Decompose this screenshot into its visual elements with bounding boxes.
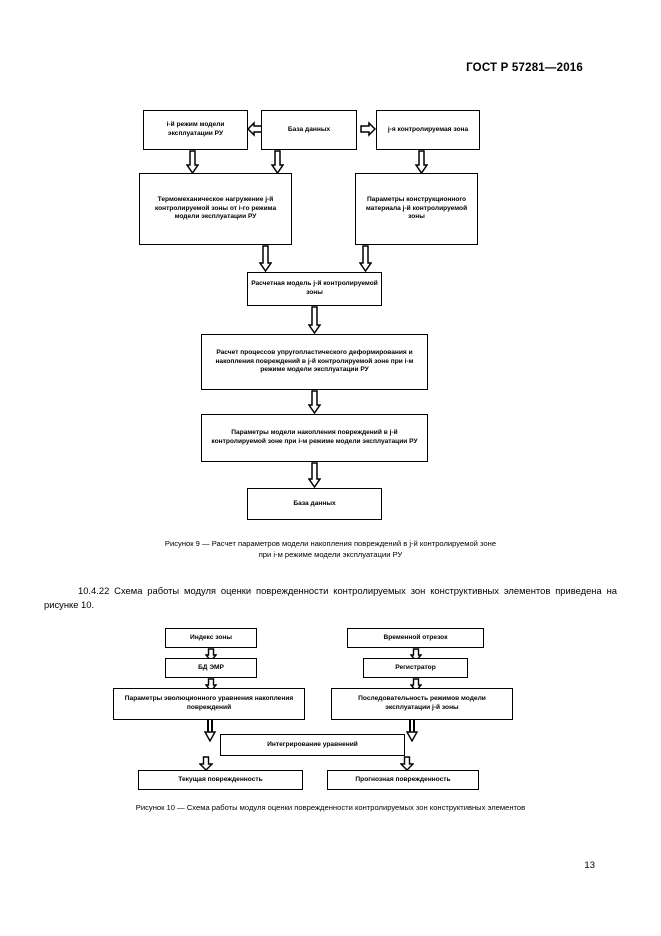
fig10-box-time-slice: Временной отрезок: [347, 628, 484, 648]
fig9-box-operation-mode: i-й режим модели эксплуатации РУ: [143, 110, 248, 150]
fig10-box-integration: Интегрирование уравнений: [220, 734, 405, 756]
fig10-box-time-slice-label: Временной отрезок: [383, 633, 448, 641]
fig10-box-db-emr: БД ЭМР: [165, 658, 257, 678]
fig10-box-forecast-damage: Прогнозная поврежденность: [327, 770, 479, 790]
fig9-arrow-zone-down: [415, 150, 428, 174]
fig10-connector-left-vertical: [207, 720, 209, 734]
fig10-box-current-damage: Текущая поврежденность: [138, 770, 303, 790]
fig9-arrow-mode-down: [186, 150, 199, 174]
fig9-box-damage-model-parameters-label: Параметры модели накопления повреждений …: [211, 429, 418, 445]
fig9-arrow-database-down-left: [271, 150, 284, 174]
fig10-box-registrator: Регистратор: [363, 658, 468, 678]
fig9-box-database-top: База данных: [261, 110, 357, 150]
figure-9-caption-line2: при i-м режиме модели эксплуатации РУ: [258, 550, 403, 559]
fig10-arrow-left-into-integration: [204, 730, 216, 742]
fig9-arrow-right-to-zone: [360, 121, 376, 137]
fig10-box-integration-label: Интегрирование уравнений: [267, 740, 358, 748]
fig10-box-current-damage-label: Текущая поврежденность: [178, 775, 263, 783]
clause-10-4-22-text: 10.4.22 Схема работы модуля оценки повре…: [44, 585, 617, 611]
fig10-connector-right-vertical: [409, 720, 411, 734]
fig9-box-database-bottom-label: База данных: [293, 499, 336, 507]
fig9-box-operation-mode-label: i-й режим модели эксплуатации РУ: [166, 121, 225, 137]
figure-9-caption-line1: Рисунок 9 — Расчет параметров модели нак…: [164, 539, 497, 548]
fig10-box-zone-index-label: Индекс зоны: [189, 633, 233, 641]
fig10-box-mode-sequence: Последовательность режимов модели эксплу…: [331, 688, 513, 720]
fig10-box-registrator-label: Регистратор: [395, 663, 436, 671]
fig10-connector-left-vertical-2: [211, 720, 213, 734]
fig9-box-damage-model-parameters: Параметры модели накопления повреждений …: [201, 414, 428, 462]
fig10-box-evolution-parameters-label: Параметры эволюционного уравнения накопл…: [124, 695, 294, 711]
fig9-box-material-parameters-label: Параметры конструкционного материала j-й…: [365, 195, 468, 221]
fig9-box-calculation-model-label: Расчетная модель j-й контролируемой зоны: [251, 280, 378, 296]
fig9-arrow-process-down: [308, 390, 321, 414]
fig9-box-thermomechanical-loading-label: Термомеханическое нагружение j-й контрол…: [154, 195, 277, 221]
fig9-box-controlled-zone-label: j-я контролируемая зона: [387, 125, 469, 133]
page-number: 13: [584, 860, 595, 871]
fig10-box-evolution-parameters: Параметры эволюционного уравнения накопл…: [113, 688, 305, 720]
fig9-arrow-thermomech-down: [259, 245, 272, 272]
clause-10-4-22-paragraph: 10.4.22 Схема работы модуля оценки повре…: [44, 584, 617, 612]
fig10-box-mode-sequence-label: Последовательность режимов модели эксплу…: [358, 695, 486, 711]
fig10-box-zone-index: Индекс зоны: [165, 628, 257, 648]
fig9-box-database-bottom: База данных: [247, 488, 382, 520]
figure-10-caption: Рисунок 10 — Схема работы модуля оценки …: [135, 803, 526, 812]
fig10-arrow-right-into-integration: [406, 730, 418, 742]
fig9-arrow-calcmodel-down: [308, 306, 321, 334]
fig10-arrow-to-current-damage: [199, 756, 213, 771]
fig9-box-calculation-model: Расчетная модель j-й контролируемой зоны: [247, 272, 382, 306]
fig10-box-db-emr-label: БД ЭМР: [198, 663, 224, 671]
fig9-box-process-calculation: Расчет процессов упругопластического деф…: [201, 334, 428, 390]
fig9-arrow-material-down: [359, 245, 372, 272]
fig9-box-process-calculation-label: Расчет процессов упругопластического деф…: [215, 348, 414, 374]
page-header-standard-title: ГОСТ Р 57281—2016: [466, 62, 583, 74]
fig9-box-thermomechanical-loading: Термомеханическое нагружение j-й контрол…: [139, 173, 292, 245]
fig10-arrow-to-forecast-damage: [400, 756, 414, 771]
fig9-arrow-damage-down: [308, 462, 321, 488]
fig9-box-database-top-label: База данных: [287, 125, 331, 133]
fig9-box-material-parameters: Параметры конструкционного материала j-й…: [355, 173, 478, 245]
fig9-box-controlled-zone: j-я контролируемая зона: [376, 110, 480, 150]
fig10-box-forecast-damage-label: Прогнозная поврежденность: [355, 775, 451, 783]
fig10-connector-right-vertical-2: [413, 720, 415, 734]
